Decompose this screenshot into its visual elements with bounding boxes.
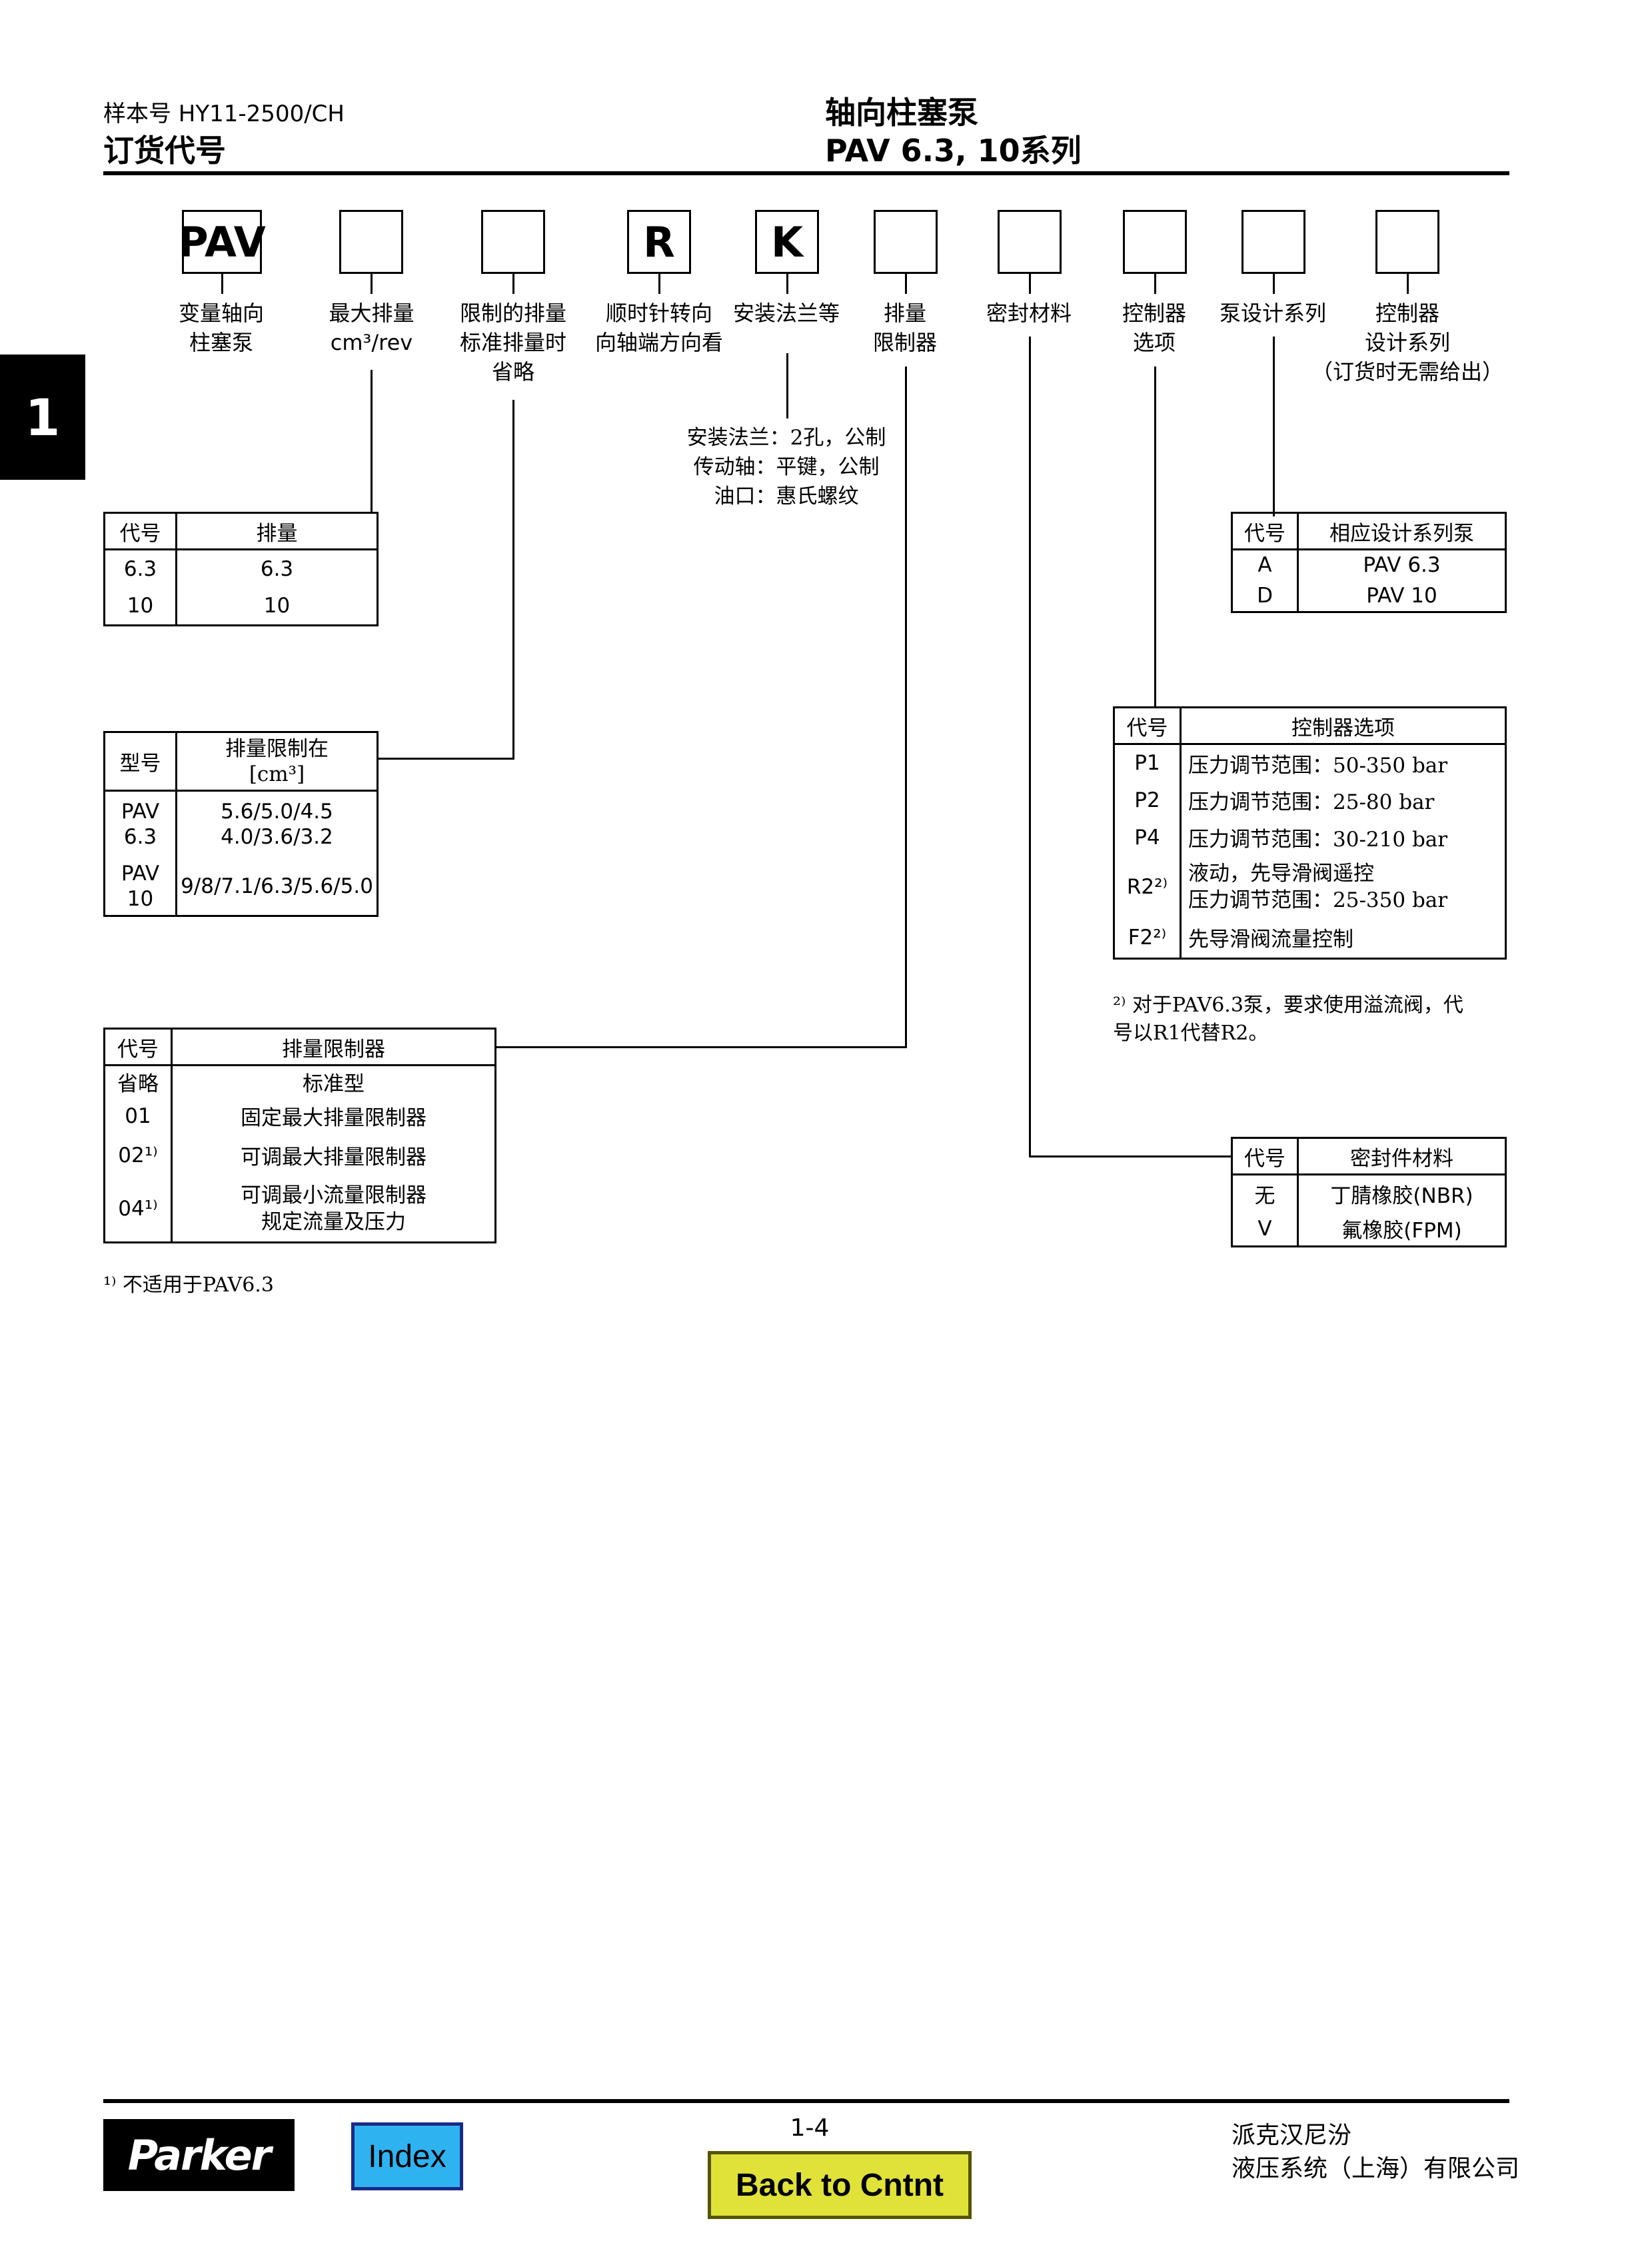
index-button-label: Index xyxy=(368,2138,446,2174)
code-box-displacement xyxy=(339,210,403,274)
limiter-table: 代号 排量限制器 省略 标准型 01 固定最大排量限制器 02¹⁾ 可调最大排量… xyxy=(103,1028,496,1243)
code-box-limiter xyxy=(874,210,938,274)
code-box-controller-series xyxy=(1375,210,1439,274)
table-row: PAV 10 9/8/7.1/6.3/5.6/5.0 xyxy=(104,857,378,916)
label-limiter: 排量 限制器 xyxy=(872,301,937,355)
company-name-line1: 派克汉尼汾 xyxy=(1232,2122,1352,2149)
table-row: V 氟橡胶(FPM) xyxy=(1232,1211,1506,1247)
flange-note: 安装法兰：2孔，公制 传动轴：平键，公制 油口：惠氏螺纹 xyxy=(686,426,886,508)
label-flange: 安装法兰等 xyxy=(732,301,840,326)
table-row: P4 压力调节范围：30-210 bar xyxy=(1114,818,1506,856)
table-row: A PAV 6.3 xyxy=(1232,549,1506,580)
label-pump-type: 变量轴向 柱塞泵 xyxy=(178,301,264,355)
table-row: P1 压力调节范围：50-350 bar xyxy=(1114,744,1506,782)
displacement-table: 代号 排量 6.3 6.3 10 10 xyxy=(103,512,379,626)
table-row: R2²⁾ 液动，先导滑阀遥控 压力调节范围：25-350 bar xyxy=(1114,856,1506,918)
label-controller-series: 控制器 设计系列 （订货时无需给出） xyxy=(1311,301,1503,384)
design-series-table: 代号 相应设计系列泵 A PAV 6.3 D PAV 10 xyxy=(1231,512,1507,613)
table-row: 04¹⁾ 可调最小流量限制器 规定流量及压力 xyxy=(104,1175,496,1243)
table-row: F2²⁾ 先导滑阀流量控制 xyxy=(1114,917,1506,959)
table-row: 无 丁腈橡胶(NBR) xyxy=(1232,1174,1506,1212)
controller-footnote: ²⁾ 对于PAV6.3泵，要求使用溢流阀，代 号以R1代替R2。 xyxy=(1113,994,1463,1045)
code-box-flange: K xyxy=(755,210,819,274)
label-rotation: 顺时针转向 向轴端方向看 xyxy=(594,301,723,355)
table-row: 01 固定最大排量限制器 xyxy=(104,1097,496,1135)
table-row: 02¹⁾ 可调最大排量限制器 xyxy=(104,1134,496,1176)
limiter-footnote: ¹⁾ 不适用于PAV6.3 xyxy=(103,1273,274,1297)
code-box-pav: PAV xyxy=(178,210,266,274)
label-max-displacement: 最大排量 cm³/rev xyxy=(329,301,414,355)
parker-logo: Parker xyxy=(103,2119,295,2191)
sample-number: 样本号 HY11-2500/CH xyxy=(103,101,345,127)
index-button[interactable]: Index xyxy=(351,2122,463,2190)
table-row: 省略 标准型 xyxy=(104,1065,496,1098)
code-box-controller xyxy=(1123,210,1187,274)
label-seal: 密封材料 xyxy=(986,301,1072,326)
section-title: 订货代号 xyxy=(103,133,226,169)
page-subtitle: PAV 6.3, 10系列 xyxy=(825,133,1082,169)
seal-table: 代号 密封件材料 无 丁腈橡胶(NBR) V 氟橡胶(FPM) xyxy=(1231,1137,1507,1247)
label-design-series: 泵设计系列 xyxy=(1219,301,1326,326)
page-number: 1-4 xyxy=(790,2114,830,2142)
controller-table: 代号 控制器选项 P1 压力调节范围：50-350 bar P2 压力调节范围：… xyxy=(1113,706,1507,960)
table-row: P2 压力调节范围：25-80 bar xyxy=(1114,781,1506,819)
header-rule xyxy=(103,171,1509,175)
code-box-rotation: R xyxy=(627,210,691,274)
table-row: PAV 6.3 5.6/5.0/4.5 4.0/3.6/3.2 xyxy=(104,790,378,858)
limited-displacement-table: 型号 排量限制在 [cm³] PAV 6.3 5.6/5.0/4.5 4.0/3… xyxy=(103,731,379,917)
page-title: 轴向柱塞泵 xyxy=(825,95,978,131)
chapter-tab[interactable]: 1 xyxy=(0,355,85,480)
label-limited-displacement: 限制的排量 标准排量时 省略 xyxy=(459,301,566,384)
footer-rule xyxy=(103,2099,1509,2103)
table-row: D PAV 10 xyxy=(1232,580,1506,612)
code-box-design-series xyxy=(1241,210,1305,274)
label-controller: 控制器 选项 xyxy=(1122,301,1186,355)
code-box-seal xyxy=(998,210,1062,274)
company-name-line2: 液压系统（上海）有限公司 xyxy=(1232,2155,1520,2182)
back-button-label: Back to Cntnt xyxy=(736,2167,944,2203)
code-box-limited-displacement xyxy=(481,210,545,274)
back-to-content-button[interactable]: Back to Cntnt xyxy=(708,2151,972,2219)
table-row: 6.3 6.3 xyxy=(104,549,378,588)
table-row: 10 10 xyxy=(104,587,378,626)
chapter-number: 1 xyxy=(25,387,61,447)
